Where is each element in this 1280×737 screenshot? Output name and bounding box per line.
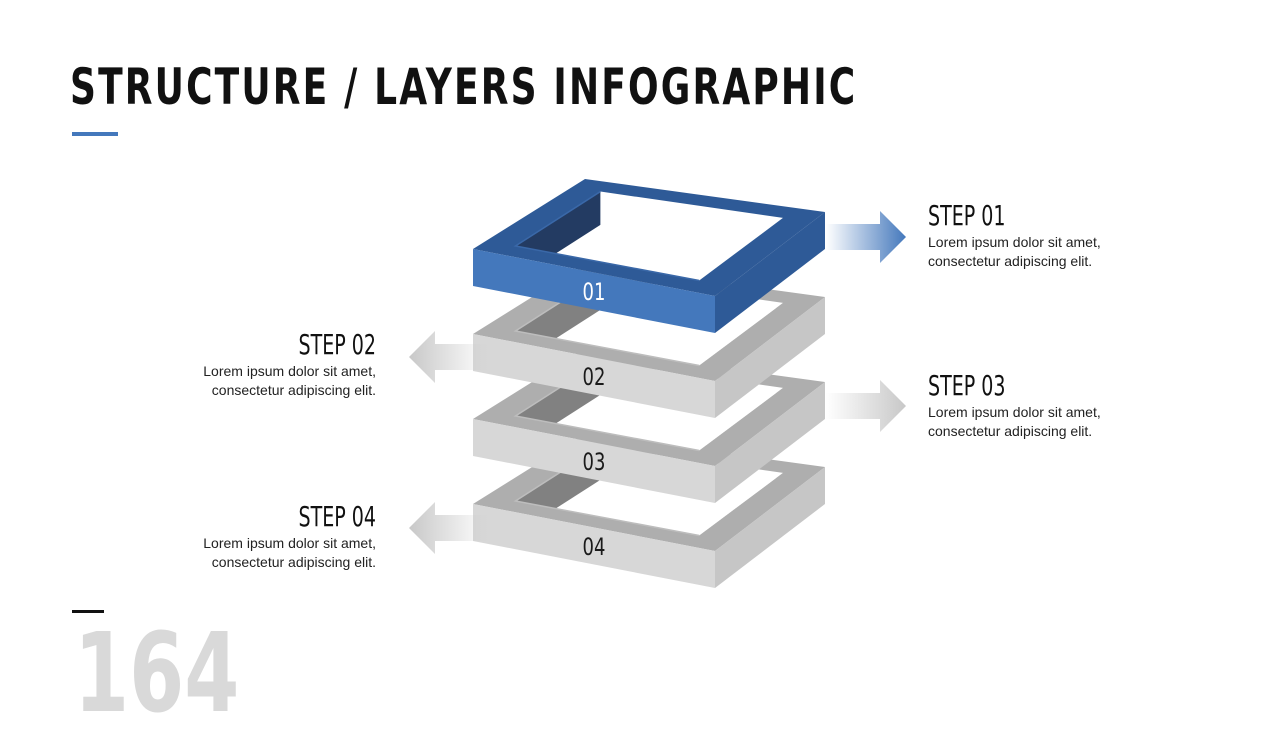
layer-01-front [473,249,715,333]
arrow-step-02 [409,331,489,383]
layer-02-front [473,334,715,418]
layers-diagram: 04 03 02 01 [409,179,906,588]
step-02-title: STEP 02 [298,328,376,361]
step-03-line-2: consectetur adipiscing elit. [928,423,1093,439]
layer-03-label: 03 [583,449,606,477]
step-01-line-2: consectetur adipiscing elit. [928,253,1093,269]
layer-01-side [715,212,825,333]
layer-01-rim [513,190,700,282]
layer-04-side [715,467,825,588]
step-03: STEP 03 Lorem ipsum dolor sit amet, cons… [928,370,1188,440]
step-04-line-2: consectetur adipiscing elit. [211,554,376,570]
page-number-dash [72,610,104,613]
step-04-title: STEP 04 [298,500,376,533]
page-title: STRUCTURE / LAYERS INFOGRAPHIC [70,58,858,116]
step-01-line-1: Lorem ipsum dolor sit amet, [928,234,1101,250]
step-03-title: STEP 03 [928,369,1006,402]
step-01: STEP 01 Lorem ipsum dolor sit amet, cons… [928,200,1188,270]
layer-03-front [473,419,715,503]
step-04: STEP 04 Lorem ipsum dolor sit amet, cons… [116,501,376,571]
layer-01-label: 01 [583,279,606,307]
title-underline [72,132,118,136]
step-01-title: STEP 01 [928,199,1006,232]
layer-01: 01 [473,179,825,333]
page-number: 164 [74,609,240,737]
arrow-step-04 [409,502,489,554]
layer-03-side [715,382,825,503]
step-02-line-1: Lorem ipsum dolor sit amet, [203,363,376,379]
arrow-step-03 [826,380,906,432]
layer-04-label: 04 [583,534,606,562]
arrow-step-01 [826,211,906,263]
step-02-line-2: consectetur adipiscing elit. [211,382,376,398]
step-04-line-1: Lorem ipsum dolor sit amet, [203,535,376,551]
layer-02-side [715,297,825,418]
layer-04-front [473,504,715,588]
step-02: STEP 02 Lorem ipsum dolor sit amet, cons… [116,329,376,399]
step-03-line-1: Lorem ipsum dolor sit amet, [928,404,1101,420]
layer-02-label: 02 [583,364,606,392]
